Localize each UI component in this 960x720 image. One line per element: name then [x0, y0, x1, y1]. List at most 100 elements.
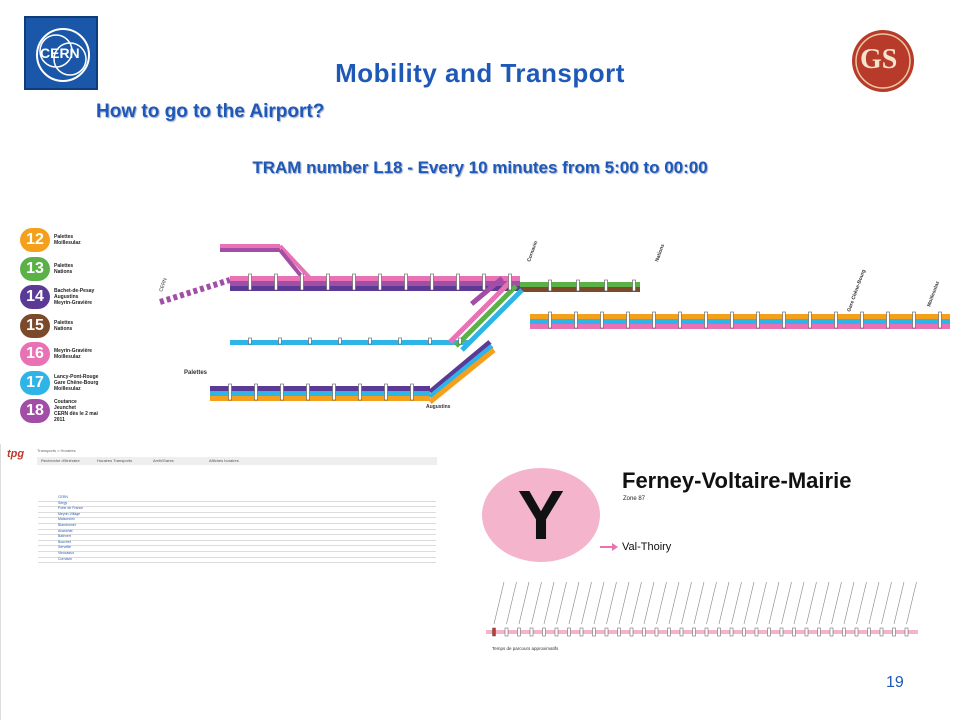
line-y-stop — [754, 627, 759, 637]
station-marker — [368, 337, 372, 345]
station-marker — [548, 311, 552, 329]
line-y-stop — [692, 627, 696, 637]
line-y-stop-label — [706, 581, 717, 625]
tpg-logo: tpg — [7, 448, 25, 460]
station-marker — [280, 383, 284, 401]
station-marker — [704, 311, 708, 329]
tpg-tab[interactable]: Recherche d'itinéraire — [41, 458, 80, 463]
line-y-stop-label — [543, 581, 555, 625]
station-marker — [254, 383, 258, 401]
line-y-stop — [504, 627, 509, 637]
tpg-tab[interactable]: Arrêt/Gares — [153, 458, 174, 463]
stop-name[interactable]: Meyrin-Village — [58, 511, 81, 516]
line-y-stop-marks — [492, 581, 917, 637]
line-y-stop-label — [656, 581, 667, 625]
stop-name[interactable]: CERN — [58, 495, 68, 499]
legend-badge: 12 — [20, 228, 50, 252]
station-marker — [410, 383, 414, 401]
line-y-stop — [492, 627, 496, 637]
station-marker — [782, 311, 786, 329]
line-y-stop — [867, 627, 871, 637]
tpg-tab[interactable]: Affiches horaires — [209, 458, 239, 463]
station-marker — [456, 273, 460, 291]
stop-name[interactable]: Bouchet — [58, 539, 71, 544]
label-moillesulaz: Moillesulaz — [926, 280, 941, 308]
line-y-stop-label — [581, 581, 592, 625]
line-y-stop — [592, 627, 596, 637]
station-marker — [430, 273, 434, 291]
line-y-letter: Y — [517, 476, 565, 554]
line-y-stop-label — [831, 581, 842, 625]
line-y-zone: Zone 87 — [623, 496, 646, 502]
station-marker — [352, 273, 356, 291]
station-marker — [384, 383, 388, 401]
tram-network-map: CERN Palettes Moillesulaz Nations August… — [158, 240, 950, 410]
station-marker — [332, 383, 336, 401]
line-y-stop — [742, 627, 746, 637]
table-row: Sergy — [38, 501, 436, 508]
line-y-stop — [654, 627, 659, 637]
stop-name[interactable]: Servette — [58, 545, 72, 550]
legend-badge: 16 — [20, 342, 50, 366]
table-row: Porte de France — [38, 506, 436, 513]
stop-name[interactable]: Blandonnet — [58, 523, 76, 527]
table-row: Meyrin-Village — [38, 512, 436, 519]
stop-name[interactable]: Balexert — [58, 534, 71, 539]
stop-name[interactable]: Cornavin — [58, 556, 73, 561]
table-row: Bouchet — [38, 540, 436, 547]
stop-name[interactable]: Vieusseux — [58, 551, 75, 555]
line-y-stop — [642, 627, 646, 637]
station-marker — [274, 273, 278, 291]
station-marker — [398, 337, 402, 345]
line-y-stop — [679, 627, 684, 637]
legend-badge: 14 — [20, 285, 50, 309]
upper-branch — [220, 244, 640, 292]
cern-logo: CERN — [24, 16, 98, 90]
stations — [228, 273, 942, 401]
label-gare-chene-bourg: Gare Chêne-Bourg — [846, 269, 867, 313]
station-marker — [886, 311, 890, 329]
station-marker — [730, 311, 734, 329]
legend-badge: 15 — [20, 313, 50, 338]
stop-name[interactable]: Avanchet — [58, 528, 73, 533]
station-marker — [808, 311, 812, 329]
line-y-stop-label — [731, 581, 742, 625]
line-y-stop-label — [843, 581, 855, 625]
station-marker — [326, 273, 330, 291]
station-marker — [308, 337, 312, 345]
stop-name[interactable]: Sergy — [58, 500, 68, 505]
station-marker — [458, 337, 462, 345]
stop-name[interactable]: Maisonnex — [58, 517, 75, 522]
line-y-stop — [767, 627, 771, 637]
line-y-stop-label — [668, 581, 680, 625]
tpg-breadcrumb: Transports > Horaires — [37, 448, 76, 453]
label-nations: Nations — [654, 243, 666, 262]
line-y-stop — [579, 627, 584, 637]
line-y-stop — [704, 627, 709, 637]
stop-name[interactable]: Porte de France — [58, 506, 84, 511]
line-y-stop-label — [618, 581, 630, 625]
line-y-stop-label — [693, 581, 705, 625]
line-y-stop — [542, 627, 546, 637]
line-y-stop — [804, 627, 809, 637]
station-marker — [428, 337, 432, 345]
table-row: Vieusseux — [38, 551, 436, 558]
tpg-timetable-screenshot: tpg Transports > Horaires Recherche d'it… — [0, 444, 441, 720]
lower-branch — [210, 340, 496, 404]
tpg-tab[interactable]: Horaires Transports — [97, 458, 133, 463]
line-y-stop-label — [568, 581, 580, 625]
line-y-stop — [629, 627, 634, 637]
station-marker — [228, 383, 232, 401]
gs-logo-text: GS — [860, 44, 898, 75]
line-y-stop — [829, 627, 834, 637]
table-row: Avanchet — [38, 529, 436, 536]
line-y-stop — [567, 627, 571, 637]
